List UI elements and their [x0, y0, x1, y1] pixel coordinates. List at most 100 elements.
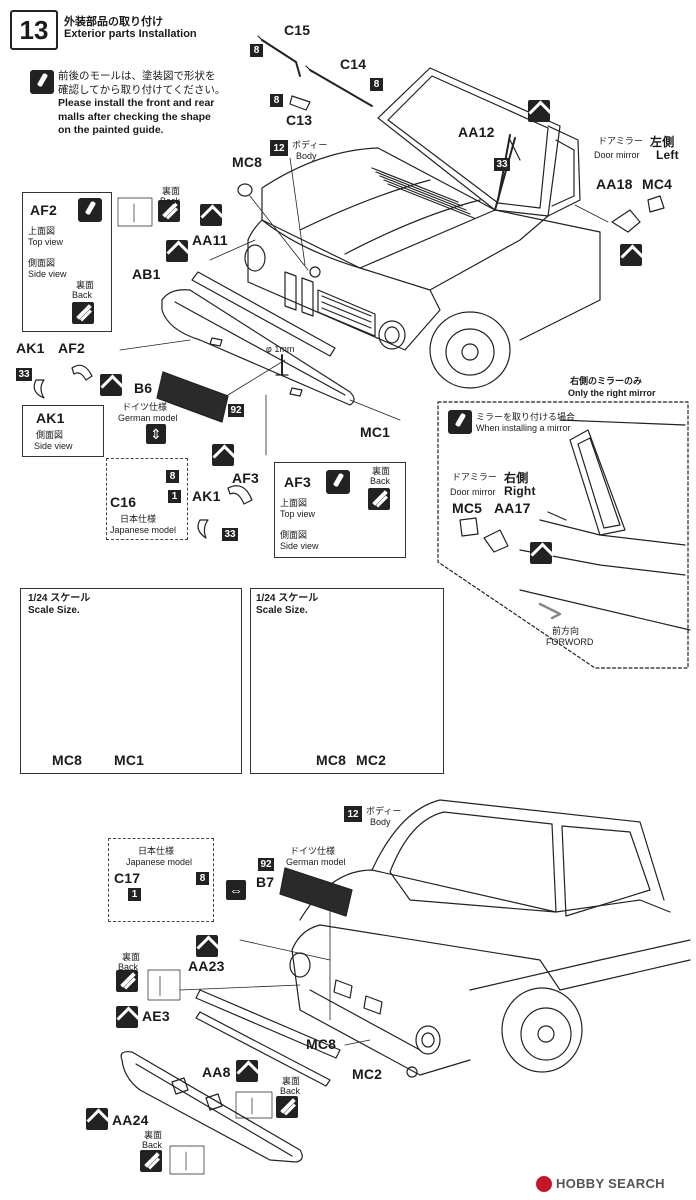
part-label-aa18: AA18: [596, 176, 633, 192]
part-label-mc8-scale-rear: MC8: [316, 752, 347, 768]
glue-icon: [528, 100, 550, 122]
forward-jp: 前方向: [552, 626, 580, 636]
pin-diameter: φ 1mm: [266, 344, 295, 354]
back-label-en: Back: [160, 196, 181, 206]
part-label-af2-inset: AF2: [30, 202, 58, 218]
glue-icon: [86, 1108, 108, 1130]
scale-box-front: [20, 588, 242, 774]
scale-jp-front: 1/24 スケール: [28, 593, 91, 604]
back-label-jp: 裏面: [144, 1130, 163, 1140]
glue-icon: [530, 542, 552, 564]
part-label-c13: C13: [286, 112, 313, 128]
part-number-badge: 8: [250, 44, 263, 57]
part-b7-shape: [279, 867, 353, 917]
scale-en-rear: Scale Size.: [256, 605, 308, 616]
right-only-jp: 右側のミラーのみ: [570, 376, 643, 386]
part-ak1-shape: [33, 379, 45, 399]
back-label-en: Back: [370, 476, 391, 486]
part-label-mc8: MC8: [232, 154, 263, 170]
part-number-badge: 1: [128, 888, 141, 901]
part-c14-shape: [309, 69, 373, 107]
part-label-aa17: AA17: [494, 500, 531, 516]
watermark-text: HOBBY SEARCH: [556, 1176, 665, 1191]
body-label-en: Body: [370, 817, 391, 827]
part-number-badge: 92: [258, 858, 274, 871]
scale-jp-rear: 1/24 スケール: [256, 593, 319, 604]
top-view-jp: 上面図: [280, 498, 308, 508]
back-label-jp: 裏面: [282, 1076, 301, 1086]
back-label-jp: 裏面: [122, 952, 141, 962]
part-label-af2: AF2: [58, 340, 86, 356]
step-number-badge: 13: [10, 10, 58, 50]
back-label-jp: 裏面: [372, 466, 391, 476]
glue-icon: [620, 244, 642, 266]
body-label-jp: ボディー: [292, 140, 328, 150]
pencil-note-icon: [30, 70, 54, 94]
paint-icon: [158, 200, 180, 222]
part-label-ak1-lower: AK1: [192, 488, 221, 504]
top-view-en: Top view: [28, 237, 64, 247]
side-view-en: Side view: [34, 441, 73, 451]
right-label-jp: 右側: [504, 471, 529, 485]
side-view-jp: 側面図: [28, 258, 56, 268]
part-mc8-shape: [237, 183, 253, 197]
paint-icon: [140, 1150, 162, 1172]
japanese-model-jp: 日本仕様: [138, 846, 175, 856]
part-number-badge: 1: [168, 490, 181, 503]
paint-icon: [72, 302, 94, 324]
part-ae3-shape: [195, 1011, 331, 1087]
right-only-en: Only the right mirror: [568, 388, 656, 398]
pencil-icon: [78, 198, 102, 222]
note-en-line2: malls after checking the shape: [58, 110, 211, 123]
part-label-mc1-scale: MC1: [114, 752, 145, 768]
watermark-logo-icon: [536, 1176, 552, 1192]
forward-en: FORWORD: [546, 637, 594, 647]
scale-box-rear: [250, 588, 444, 774]
back-label-en: Back: [118, 962, 139, 972]
install-mirror-en: When installing a mirror: [476, 423, 571, 433]
part-number-badge: 8: [270, 94, 283, 107]
note-en-line1: Please install the front and rear: [58, 97, 215, 109]
right-label-en: Right: [504, 484, 536, 498]
part-number-badge: 8: [166, 470, 179, 483]
part-label-mc8-scale: MC8: [52, 752, 83, 768]
back-label-jp: 裏面: [162, 186, 181, 196]
step-title-jp: 外装部品の取り付け: [64, 16, 163, 28]
part-number-badge: 92: [228, 404, 244, 417]
glue-icon: [116, 1006, 138, 1028]
note-jp-line2: 確認してから取り付けてください。: [58, 83, 226, 96]
body-number-badge: 12: [344, 806, 362, 822]
part-label-mc5: MC5: [452, 500, 483, 516]
part-label-mc2-scale: MC2: [356, 752, 387, 768]
part-label-mc2: MC2: [352, 1066, 383, 1082]
part-af2-shape: [71, 364, 93, 381]
install-mirror-jp: ミラーを取り付ける場合: [476, 412, 576, 422]
body-label-jp: ボディー: [366, 806, 402, 816]
glue-icon: [236, 1060, 258, 1082]
swap-arrows-icon: ⇕: [146, 424, 166, 444]
door-mirror-en: Door mirror: [594, 150, 640, 160]
top-view-en: Top view: [280, 509, 316, 519]
part-label-aa11: AA11: [192, 232, 228, 248]
door-mirror-en: Door mirror: [450, 487, 496, 497]
part-number-badge: 33: [494, 158, 510, 171]
part-aa8-shape: [171, 1077, 189, 1095]
side-view-en: Side view: [28, 269, 67, 279]
back-label-en: Back: [280, 1086, 301, 1096]
top-view-jp: 上面図: [28, 226, 56, 236]
german-model-en: German model: [118, 413, 178, 423]
part-label-c16: C16: [110, 494, 137, 510]
side-view-jp: 側面図: [280, 530, 308, 540]
side-view-en: Side view: [280, 541, 319, 551]
scale-en-front: Scale Size.: [28, 605, 80, 616]
part-label-af3-inset: AF3: [284, 474, 312, 490]
part-label-aa12: AA12: [458, 124, 495, 140]
part-number-badge: 33: [16, 368, 32, 381]
part-label-ab1: AB1: [132, 266, 161, 282]
left-label-en: Left: [656, 148, 679, 162]
glue-icon: [166, 240, 188, 262]
back-label-en: Back: [142, 1140, 163, 1150]
body-label-en: Body: [296, 151, 317, 161]
note-jp-line1: 前後のモールは、塗装図で形状を: [58, 70, 216, 82]
